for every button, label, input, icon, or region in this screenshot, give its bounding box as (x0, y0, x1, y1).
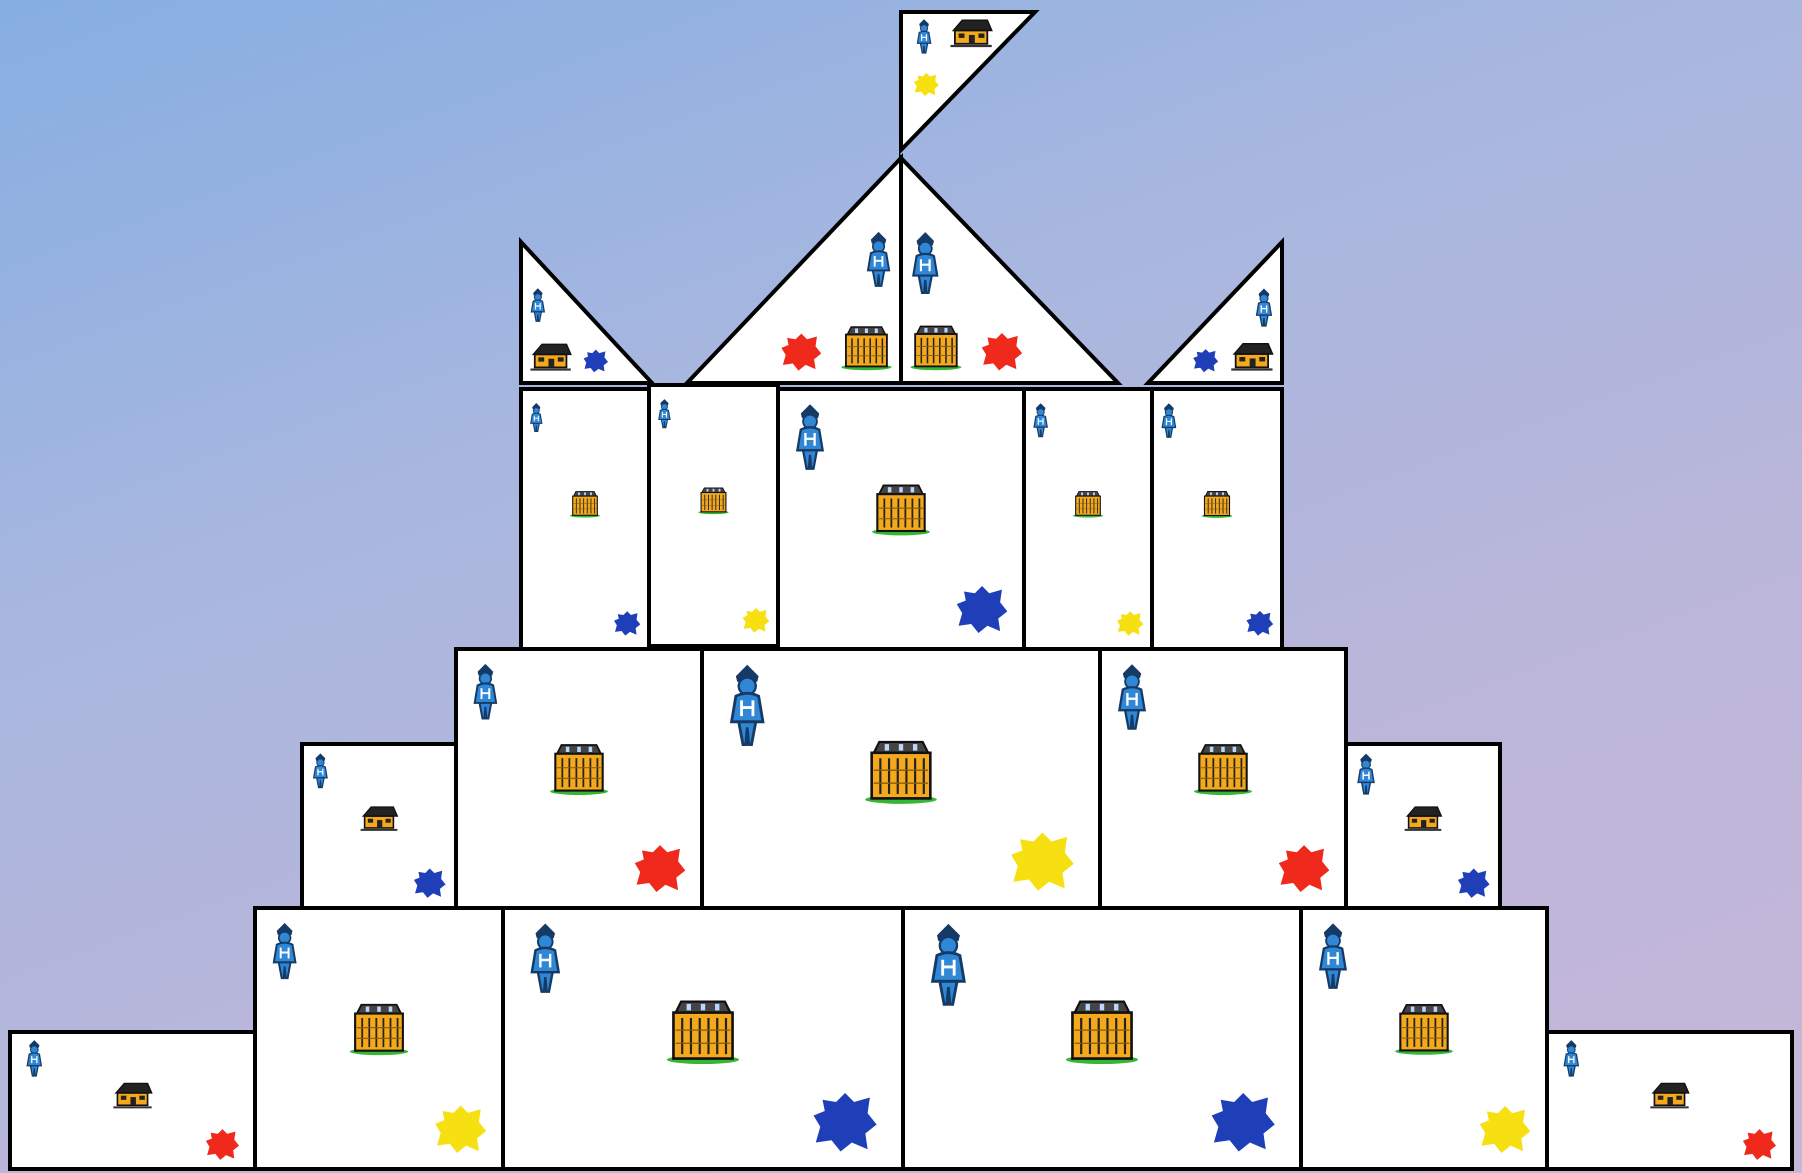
tile (903, 908, 1301, 1169)
tiles-layer (10, 12, 1792, 1169)
roof-tile (521, 242, 652, 383)
tile (456, 649, 702, 908)
tile (1346, 744, 1500, 908)
tile-outline (649, 385, 778, 646)
building-icon (1066, 1002, 1138, 1064)
building-icon (1194, 745, 1252, 795)
tile (778, 389, 1024, 649)
tile (503, 908, 903, 1169)
roof-tile (1148, 242, 1282, 383)
tile (1547, 1032, 1792, 1169)
building-icon (1073, 492, 1103, 518)
tile (1152, 389, 1282, 649)
building-icon (911, 326, 962, 370)
tile (521, 389, 649, 649)
tile (1301, 908, 1547, 1169)
building-icon (1202, 491, 1233, 517)
tile (702, 649, 1100, 908)
building-icon (865, 742, 937, 804)
building-icon (841, 327, 891, 370)
roof-tile (687, 158, 901, 383)
roof-tile (901, 12, 1035, 150)
building-icon (698, 488, 728, 514)
tile (1024, 389, 1152, 649)
building-icon (1395, 1005, 1453, 1055)
building-icon (570, 492, 600, 518)
building-icon (872, 485, 930, 535)
building-icon (667, 1002, 739, 1064)
tile (302, 744, 456, 908)
tile (649, 385, 778, 646)
building-icon (550, 745, 608, 795)
tile-outline (521, 389, 649, 649)
building-icon (350, 1005, 408, 1055)
roof-tile (901, 158, 1118, 383)
tile (1100, 649, 1346, 908)
tile (255, 908, 503, 1169)
tile (10, 1032, 255, 1169)
